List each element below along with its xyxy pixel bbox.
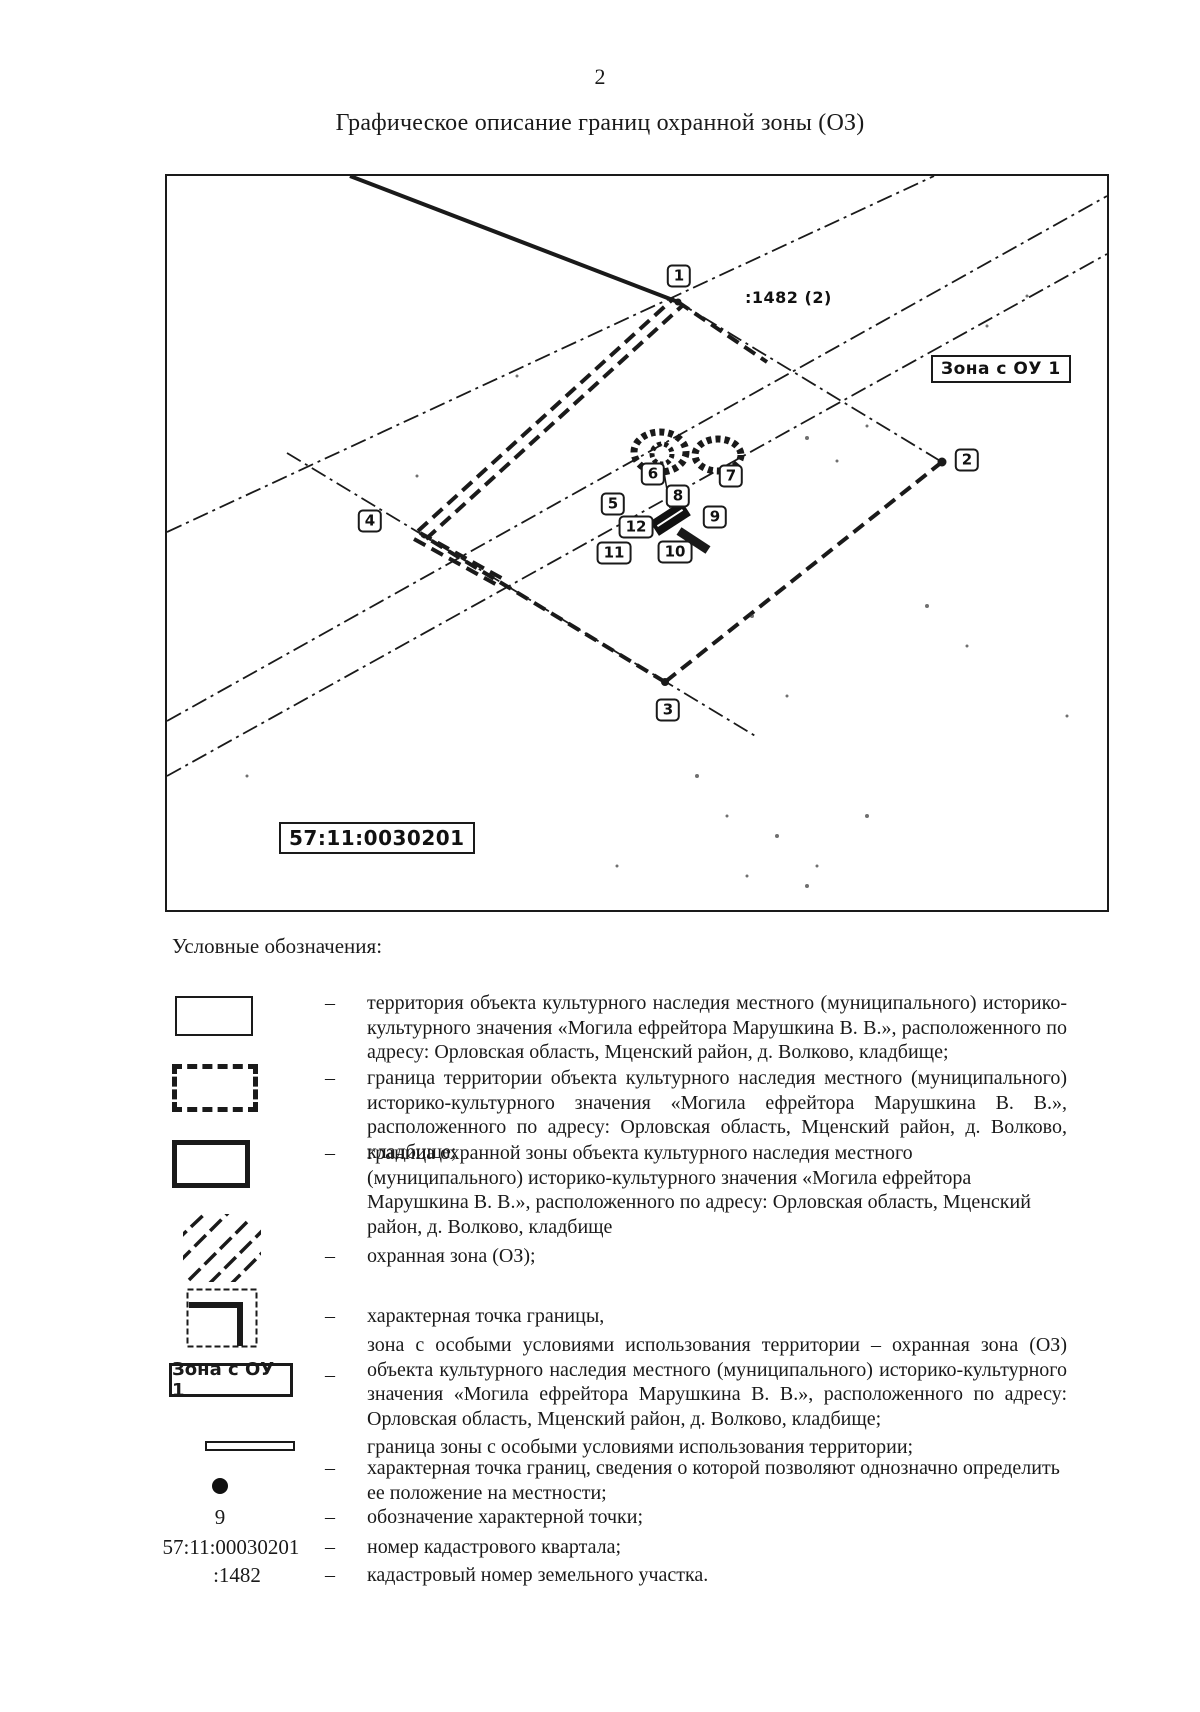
territory-fill-symbol xyxy=(175,996,253,1036)
legend-item-text: территория объекта культурного наследия … xyxy=(367,992,1067,1063)
legend-item-text: характерная точка границы, xyxy=(367,1305,605,1327)
boundary-map: 1 2 3 4 5 6 7 8 9 10 11 12 :1482 (2) Зон… xyxy=(165,174,1109,912)
legend-dash: – xyxy=(325,1142,335,1164)
legend-item-text: граница охранной зоны объекта культурног… xyxy=(367,1142,1031,1238)
legend-item-text: зона с особыми условиями использования т… xyxy=(367,1334,1067,1430)
protection-zone-boundary-symbol xyxy=(172,1140,250,1188)
point-label-7: 7 xyxy=(718,464,744,488)
legend-item-text: охранная зона (ОЗ); xyxy=(367,1245,536,1267)
point-label-1: 1 xyxy=(666,264,692,288)
point-label-8: 8 xyxy=(665,484,691,508)
point-label-6: 6 xyxy=(640,462,666,486)
point-label-3: 3 xyxy=(655,698,681,722)
legend-dash: – xyxy=(325,1364,335,1386)
point-label-4: 4 xyxy=(357,509,383,533)
point-number-symbol: 9 xyxy=(190,1505,250,1530)
zone-boundary-bar-symbol xyxy=(205,1441,295,1451)
legend-dash: – xyxy=(325,1564,335,1586)
boundary-point-symbol xyxy=(186,1288,258,1353)
legend-dash: – xyxy=(325,1067,335,1089)
point-label-12: 12 xyxy=(618,515,654,539)
legend-item-text: обозначение характерной точки; xyxy=(367,1506,644,1528)
page-title: Графическое описание границ охранной зон… xyxy=(335,110,865,136)
legend-dash: – xyxy=(325,1457,335,1479)
zone-ou1-legend-symbol: Зона с ОУ 1 xyxy=(169,1359,293,1401)
parcel-number-symbol: :1482 xyxy=(193,1563,281,1588)
legend-item-text: кадастровый номер земельного участка. xyxy=(367,1564,709,1586)
characteristic-point-dot-symbol xyxy=(212,1478,228,1494)
legend-dash: – xyxy=(325,1536,335,1558)
point-label-11: 11 xyxy=(596,541,632,565)
parcel-number-label: :1482 (2) xyxy=(745,288,832,307)
legend-dash: – xyxy=(325,1305,335,1327)
point-label-2: 2 xyxy=(954,448,980,472)
hatch-symbol xyxy=(173,1204,269,1288)
point-label-5: 5 xyxy=(600,492,626,516)
point-label-10: 10 xyxy=(657,540,693,564)
legend-heading: Условные обозначения: xyxy=(172,934,383,958)
legend-item-text: граница зоны с особыми условиями использ… xyxy=(367,1436,914,1458)
point-label-9: 9 xyxy=(702,505,728,529)
legend-item-text: характерная точка границ, сведения о кот… xyxy=(367,1457,1060,1504)
legend-item-text: граница территории объекта культурного н… xyxy=(367,1067,1067,1163)
cadastral-quarter-symbol: 57:11:00030201 xyxy=(150,1535,312,1560)
territory-boundary-symbol xyxy=(172,1064,258,1112)
legend-item-text: номер кадастрового квартала; xyxy=(367,1536,622,1558)
cadastral-quarter-map-label: 57:11:0030201 xyxy=(279,822,475,854)
legend-dash: – xyxy=(325,1506,335,1528)
legend-dash: – xyxy=(325,992,335,1014)
legend-dash: – xyxy=(325,1245,335,1267)
zone-ou1-map-label: Зона с ОУ 1 xyxy=(931,355,1071,383)
map-drawing xyxy=(167,176,1107,888)
page-number: 2 xyxy=(594,64,606,89)
